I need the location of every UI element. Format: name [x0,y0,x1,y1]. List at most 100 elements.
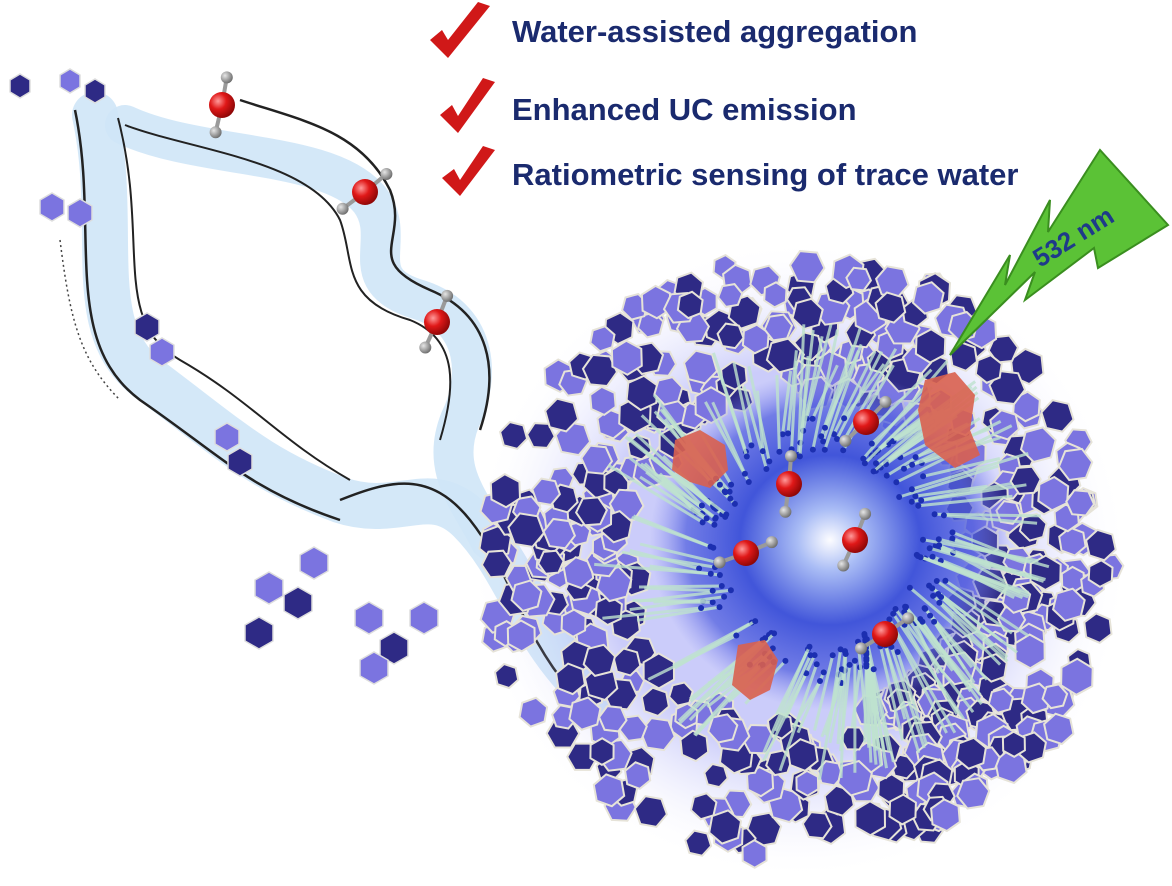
checkmark-icon [440,78,495,133]
head-group [861,460,868,467]
dye-hexagon [507,512,545,548]
dye-molecules-chain [9,68,439,685]
dye-hexagon [544,397,580,433]
hydrogen-atom [419,341,432,354]
checkmarks [430,2,495,196]
dye-hexagon [1051,587,1086,622]
dye-hexagon [537,549,565,575]
feature-label: Water-assisted aggregation [512,14,918,49]
dye-hexagon [580,444,614,475]
alkyl-chain [929,546,1039,581]
dye-hexagon [1065,489,1096,517]
hydrogen-atom [839,434,852,447]
dye-hexagon [1087,559,1114,589]
head-group [912,493,919,500]
head-group [846,661,853,668]
head-group [901,465,907,472]
alkyl-chain [888,618,957,734]
hydrogen-atom [220,71,233,84]
head-group [731,500,738,507]
head-group [806,643,813,650]
dye-hexagon [689,792,718,821]
oxygen-atom [872,621,898,647]
alkyl-chain [920,483,1027,502]
dye-hexagon [506,619,536,653]
hydrogen-atom [336,202,349,215]
head-group [949,535,956,542]
head-group [698,605,705,611]
dye-hexagon [610,339,643,376]
dye-hexagon [795,769,820,797]
head-group [748,442,755,449]
dye-hexagon [763,281,788,309]
hydrogen-atom [855,642,867,655]
alkyl-chain [904,606,968,686]
water-molecule [209,71,235,139]
dye-hexagon [816,760,844,787]
head-group [763,466,770,472]
emitter-blob [732,640,778,700]
dye-hexagon [1057,447,1094,482]
dye-hexagon [1019,426,1057,464]
head-group [759,448,766,455]
alkyl-chain [791,680,822,728]
alkyl-chain [636,605,720,622]
alkyl-chain [921,620,983,705]
dye-hexagon [717,283,744,308]
feature-label: Ratiometric sensing of trace water [512,157,1019,192]
alkyl-chain [742,386,768,470]
head-group [696,565,703,572]
alkyl-chain [908,586,985,651]
oxygen-atom [424,309,450,335]
dye-hexagon [956,777,991,810]
dye-hexagon [668,681,694,707]
water-molecules [209,71,915,655]
head-group [851,657,858,664]
alkyl-chain [732,362,753,446]
head-group [936,599,943,606]
alkyl-chain [938,543,992,571]
dye-hexagon [1014,633,1046,670]
head-group [892,606,899,612]
dye-hexagon [676,290,704,320]
alkyl-chain [647,634,737,681]
dye-hexagon [555,662,586,696]
dye-hexagon [560,608,587,638]
dye-hexagon [493,662,520,690]
head-group [868,440,875,447]
dye-hexagon [765,337,802,374]
head-group [776,448,783,455]
checkmark-icon [442,146,495,196]
head-group [883,472,890,479]
head-group [929,553,936,560]
alkyl-chain [938,601,1002,666]
dye-hexagon [801,811,833,840]
dye-hexagon [1084,528,1117,562]
dye-hexagon [480,549,513,579]
dye-hexagon [1058,526,1087,557]
alkyl-chain [762,672,808,762]
dye-hexagon [679,729,710,763]
head-group [707,570,714,577]
water-molecule [336,168,393,215]
head-group [716,481,723,488]
alkyl-chain [811,364,839,420]
alkyl-chain [915,484,988,498]
head-group [803,670,810,677]
alkyl-chain [638,584,722,589]
hydrogen-atom [837,559,850,572]
head-group [752,618,759,625]
head-group [933,578,940,584]
water-molecule [855,612,915,655]
dye-hexagon [682,349,719,385]
head-group [909,461,916,468]
head-group [728,481,735,488]
head-group [709,599,716,606]
alkyl-chain [865,638,895,763]
alkyl-chain [661,474,717,520]
alkyl-chain [786,350,798,434]
alkyl-chain [935,579,1013,635]
head-group [709,587,716,594]
dye-hexagon [888,793,917,826]
